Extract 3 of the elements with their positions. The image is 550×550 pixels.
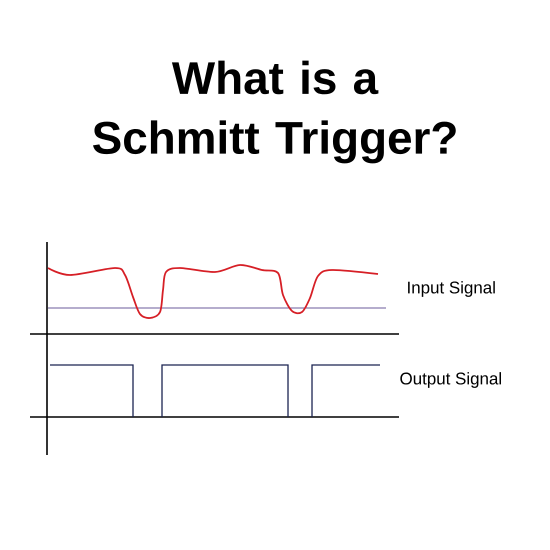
signal-label: Output Signal: [400, 372, 501, 388]
title: What is a Schmitt Trigger?: [92, 60, 456, 164]
signal-label: Input Signal: [408, 281, 495, 297]
